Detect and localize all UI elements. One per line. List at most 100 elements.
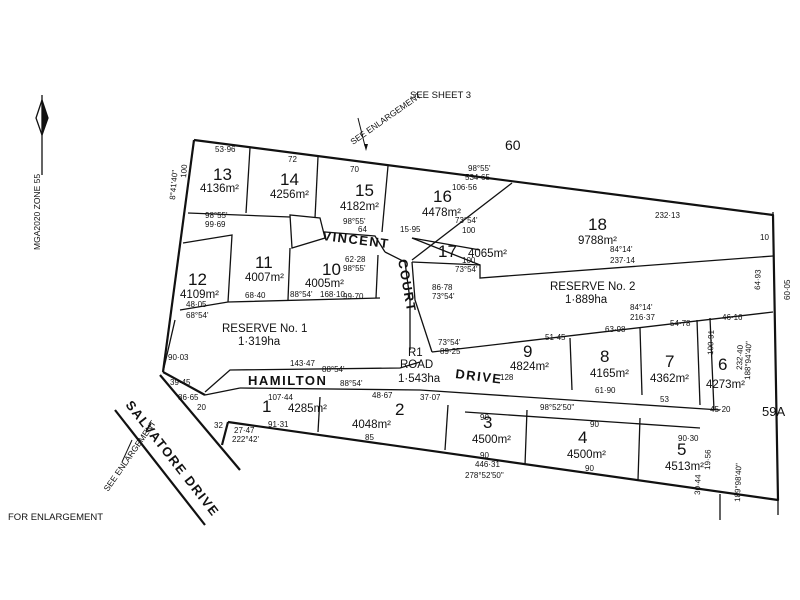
dim: 237·14 [610, 256, 635, 265]
lot-number: 18 [588, 215, 607, 234]
lot-area: 4182m² [340, 201, 379, 213]
dim: 84°14' [630, 303, 653, 312]
dim: 62·28 [345, 255, 366, 264]
dim: 8°41'40" [168, 170, 180, 201]
dim: 98°55' [343, 264, 366, 273]
dim: 64·93 [753, 269, 763, 290]
lot-2: 2 4048m² [352, 400, 404, 431]
north-arrow-icon [35, 95, 49, 175]
lot-area: 4048m² [352, 419, 391, 431]
lot-area: 4165m² [590, 368, 629, 380]
lot-number: 12 [188, 270, 207, 289]
dim: 189°98'40" [733, 463, 743, 502]
r1-area-label: 1·543ha [398, 373, 441, 385]
dim: 88°54' [290, 290, 313, 299]
dim: 30·44 [693, 474, 703, 495]
dim: 168·10 [320, 290, 345, 299]
lot-4: 4 4500m² [567, 428, 606, 461]
reserve-name: RESERVE No. 1 [222, 323, 307, 335]
lot-area: 4273m² [706, 379, 745, 391]
lot-1: 1 4285m² [262, 397, 327, 416]
dim: 68°54' [186, 311, 209, 320]
dim: 73°54' [455, 265, 478, 274]
lot-area: 4362m² [650, 373, 689, 385]
adjacent-lot-top: 60 [505, 137, 521, 153]
lot-number: 13 [213, 165, 232, 184]
dim: 73°54' [438, 338, 461, 347]
adjacent-lot-right: 59A [762, 404, 785, 419]
hamilton-label: HAMILTON [248, 373, 327, 388]
dim: 61·90 [595, 386, 616, 395]
lot-18: 18 9788m² [578, 215, 617, 247]
dim: 32 [214, 421, 223, 430]
dim: 48·67 [372, 391, 393, 400]
dim: 84°14' [610, 245, 633, 254]
lot-number: 11 [255, 253, 273, 272]
lot-area: 4513m² [665, 461, 704, 473]
reserve-area: 1·319ha [238, 336, 281, 348]
dimension-labels: 53·96 72 70 98°55' 534·65 106·56 232·13 … [168, 145, 792, 502]
dim: 99·70 [343, 292, 364, 301]
dim: 89·25 [440, 347, 461, 356]
dim: 46·16 [722, 313, 743, 322]
lot-number: 1 [262, 397, 271, 416]
lot-area: 4285m² [288, 403, 327, 415]
lot-9: 9 4824m² [510, 342, 549, 373]
see-sheet-label: SEE SHEET 3 [410, 90, 471, 101]
dim: 91·31 [268, 420, 289, 429]
dim: 20 [197, 403, 206, 412]
lot-area: 4478m² [422, 207, 461, 219]
salvatore-drive-label: SALVATORE DRIVE [123, 398, 223, 520]
lot-10: 10 4005m² [305, 260, 344, 290]
r1-road-label: ROAD [400, 359, 433, 371]
dim: 232·13 [655, 211, 680, 220]
dim: 88°54' [340, 379, 363, 388]
r1-label: R1 [408, 347, 423, 359]
dim: 100·91 [706, 329, 716, 355]
dim: 446·31 [475, 460, 500, 469]
dim: 72 [288, 155, 297, 164]
reserve-name: RESERVE No. 2 [550, 281, 635, 293]
lot-number: 17 [438, 242, 457, 261]
dim: 68·40 [245, 291, 266, 300]
dim: 99·69 [205, 220, 226, 229]
reserve-1: RESERVE No. 1 1·319ha [222, 323, 307, 348]
lot-5: 5 4513m² [665, 440, 704, 473]
dim: 86·65 [178, 393, 199, 402]
dim: 90 [585, 464, 594, 473]
lot-lines [162, 147, 774, 481]
lot-number: 2 [395, 400, 404, 419]
dim: 143·47 [290, 359, 315, 368]
lot-area: 4500m² [472, 434, 511, 446]
lot-12: 12 4109m² [180, 270, 219, 301]
lot-area: 4256m² [270, 189, 309, 201]
lot-area: 4824m² [510, 361, 549, 373]
dim: 53·96 [215, 145, 236, 154]
lot-number: 7 [665, 352, 674, 371]
zone-label: MGA2020 ZONE 55 [32, 174, 42, 250]
court-label: COURT [395, 258, 419, 314]
dim: 45·20 [710, 405, 731, 414]
lot-15: 15 4182m² [340, 181, 379, 213]
dim: 27·47 [234, 426, 255, 435]
dim: 98°55' [205, 211, 228, 220]
dim: 222°42' [232, 435, 259, 444]
lot-17: 17 4065m² [438, 242, 507, 261]
drive-label: DRIVE [455, 366, 504, 387]
dim: 10 [760, 233, 769, 242]
dim: 53 [660, 395, 669, 404]
lot-number: 9 [523, 342, 532, 361]
lot-number: 15 [355, 181, 374, 200]
lot-area: 4136m² [200, 183, 239, 195]
dim: 100 [179, 164, 189, 179]
lot-8: 8 4165m² [590, 347, 629, 380]
lot-area: 9788m² [578, 235, 617, 247]
lot-11: 11 4007m² [245, 253, 284, 284]
dim: 107·44 [268, 393, 293, 402]
dim: 15·95 [400, 225, 421, 234]
reserve-2: RESERVE No. 2 1·889ha [550, 281, 635, 306]
dim: 216·37 [630, 313, 655, 322]
dim: 54·78 [670, 319, 691, 328]
dim: 86·78 [432, 283, 453, 292]
dim: 90 [590, 420, 599, 429]
